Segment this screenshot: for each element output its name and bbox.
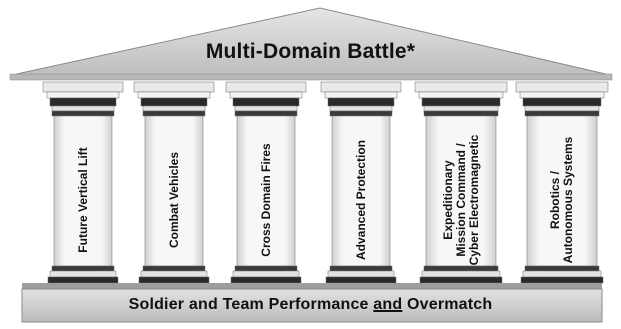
column-shaft xyxy=(425,115,497,267)
column-capital-top xyxy=(515,81,609,93)
column-label: Combat Vehicles xyxy=(166,151,181,249)
foundation-label-part: Overmatch xyxy=(402,296,493,313)
roof-title: Multi-Domain Battle* xyxy=(205,40,416,63)
foundation-block xyxy=(21,288,603,323)
foundation-top-strip xyxy=(22,283,602,289)
column-shaft xyxy=(53,115,113,267)
column-shaft xyxy=(144,115,204,267)
column-label: Expeditionary Mission Command / Cyber El… xyxy=(440,134,481,266)
column-label: Cross Domain Fires xyxy=(258,143,273,257)
column-capital xyxy=(519,91,605,99)
column-capital-top xyxy=(133,81,215,93)
column-capital xyxy=(418,91,504,99)
foundation-label-underlined: and xyxy=(373,296,403,313)
foundation-label-part: Soldier and Team Performance xyxy=(128,296,374,313)
column-label: Robotics / Autonomous Systems xyxy=(548,136,575,264)
column-capital xyxy=(229,91,303,99)
column-capital-top xyxy=(414,81,508,93)
column-shaft xyxy=(331,115,391,267)
column-capital xyxy=(324,91,398,99)
foundation-label: Soldier and Team Performance and Overmat… xyxy=(0,296,621,314)
column-label: Advanced Protection xyxy=(353,139,368,261)
column-label: Future Vertical Lift xyxy=(75,147,90,253)
column-capital-top xyxy=(225,81,307,93)
column-capital-top xyxy=(320,81,402,93)
column-capital-top xyxy=(42,81,124,93)
column-shaft xyxy=(526,115,598,267)
column-capital xyxy=(46,91,120,99)
column-capital xyxy=(137,91,211,99)
roof-ledge xyxy=(9,73,613,81)
column-shaft xyxy=(236,115,296,267)
